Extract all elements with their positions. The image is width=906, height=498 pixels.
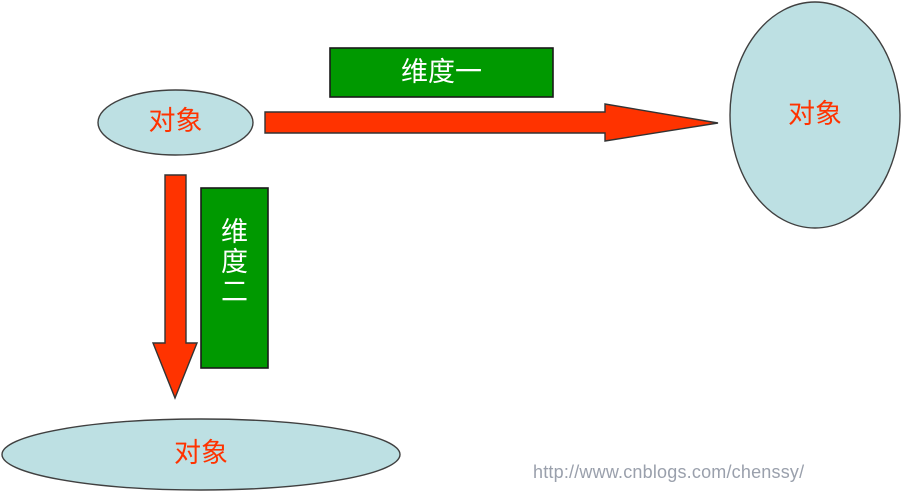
node-ellipse-object-bottom[interactable] [1, 418, 401, 491]
arrow-vertical-shape[interactable] [151, 174, 199, 400]
node-label-object-left: 对象 [148, 106, 203, 137]
dimension-label-one: 维度一 [401, 57, 482, 88]
node-label-object-right: 对象 [788, 99, 842, 130]
dimension-box-two-shape[interactable] [200, 187, 269, 369]
dimension-label-two: 维 度 二 [201, 217, 268, 309]
dimension-two-char-3: 二 [221, 277, 248, 309]
node-label-object-bottom: 对象 [174, 438, 228, 469]
node-ellipse-object-right[interactable] [729, 1, 901, 229]
dimension-two-char-1: 维 [221, 217, 248, 248]
dimension-two-char-2: 度 [221, 247, 248, 279]
watermark-url: http://www.cnblogs.com/chenssy/ [533, 462, 805, 482]
arrow-horizontal-shape[interactable] [264, 103, 719, 142]
dimension-box-one-shape[interactable] [329, 47, 554, 98]
node-ellipse-object-left[interactable] [97, 89, 254, 156]
